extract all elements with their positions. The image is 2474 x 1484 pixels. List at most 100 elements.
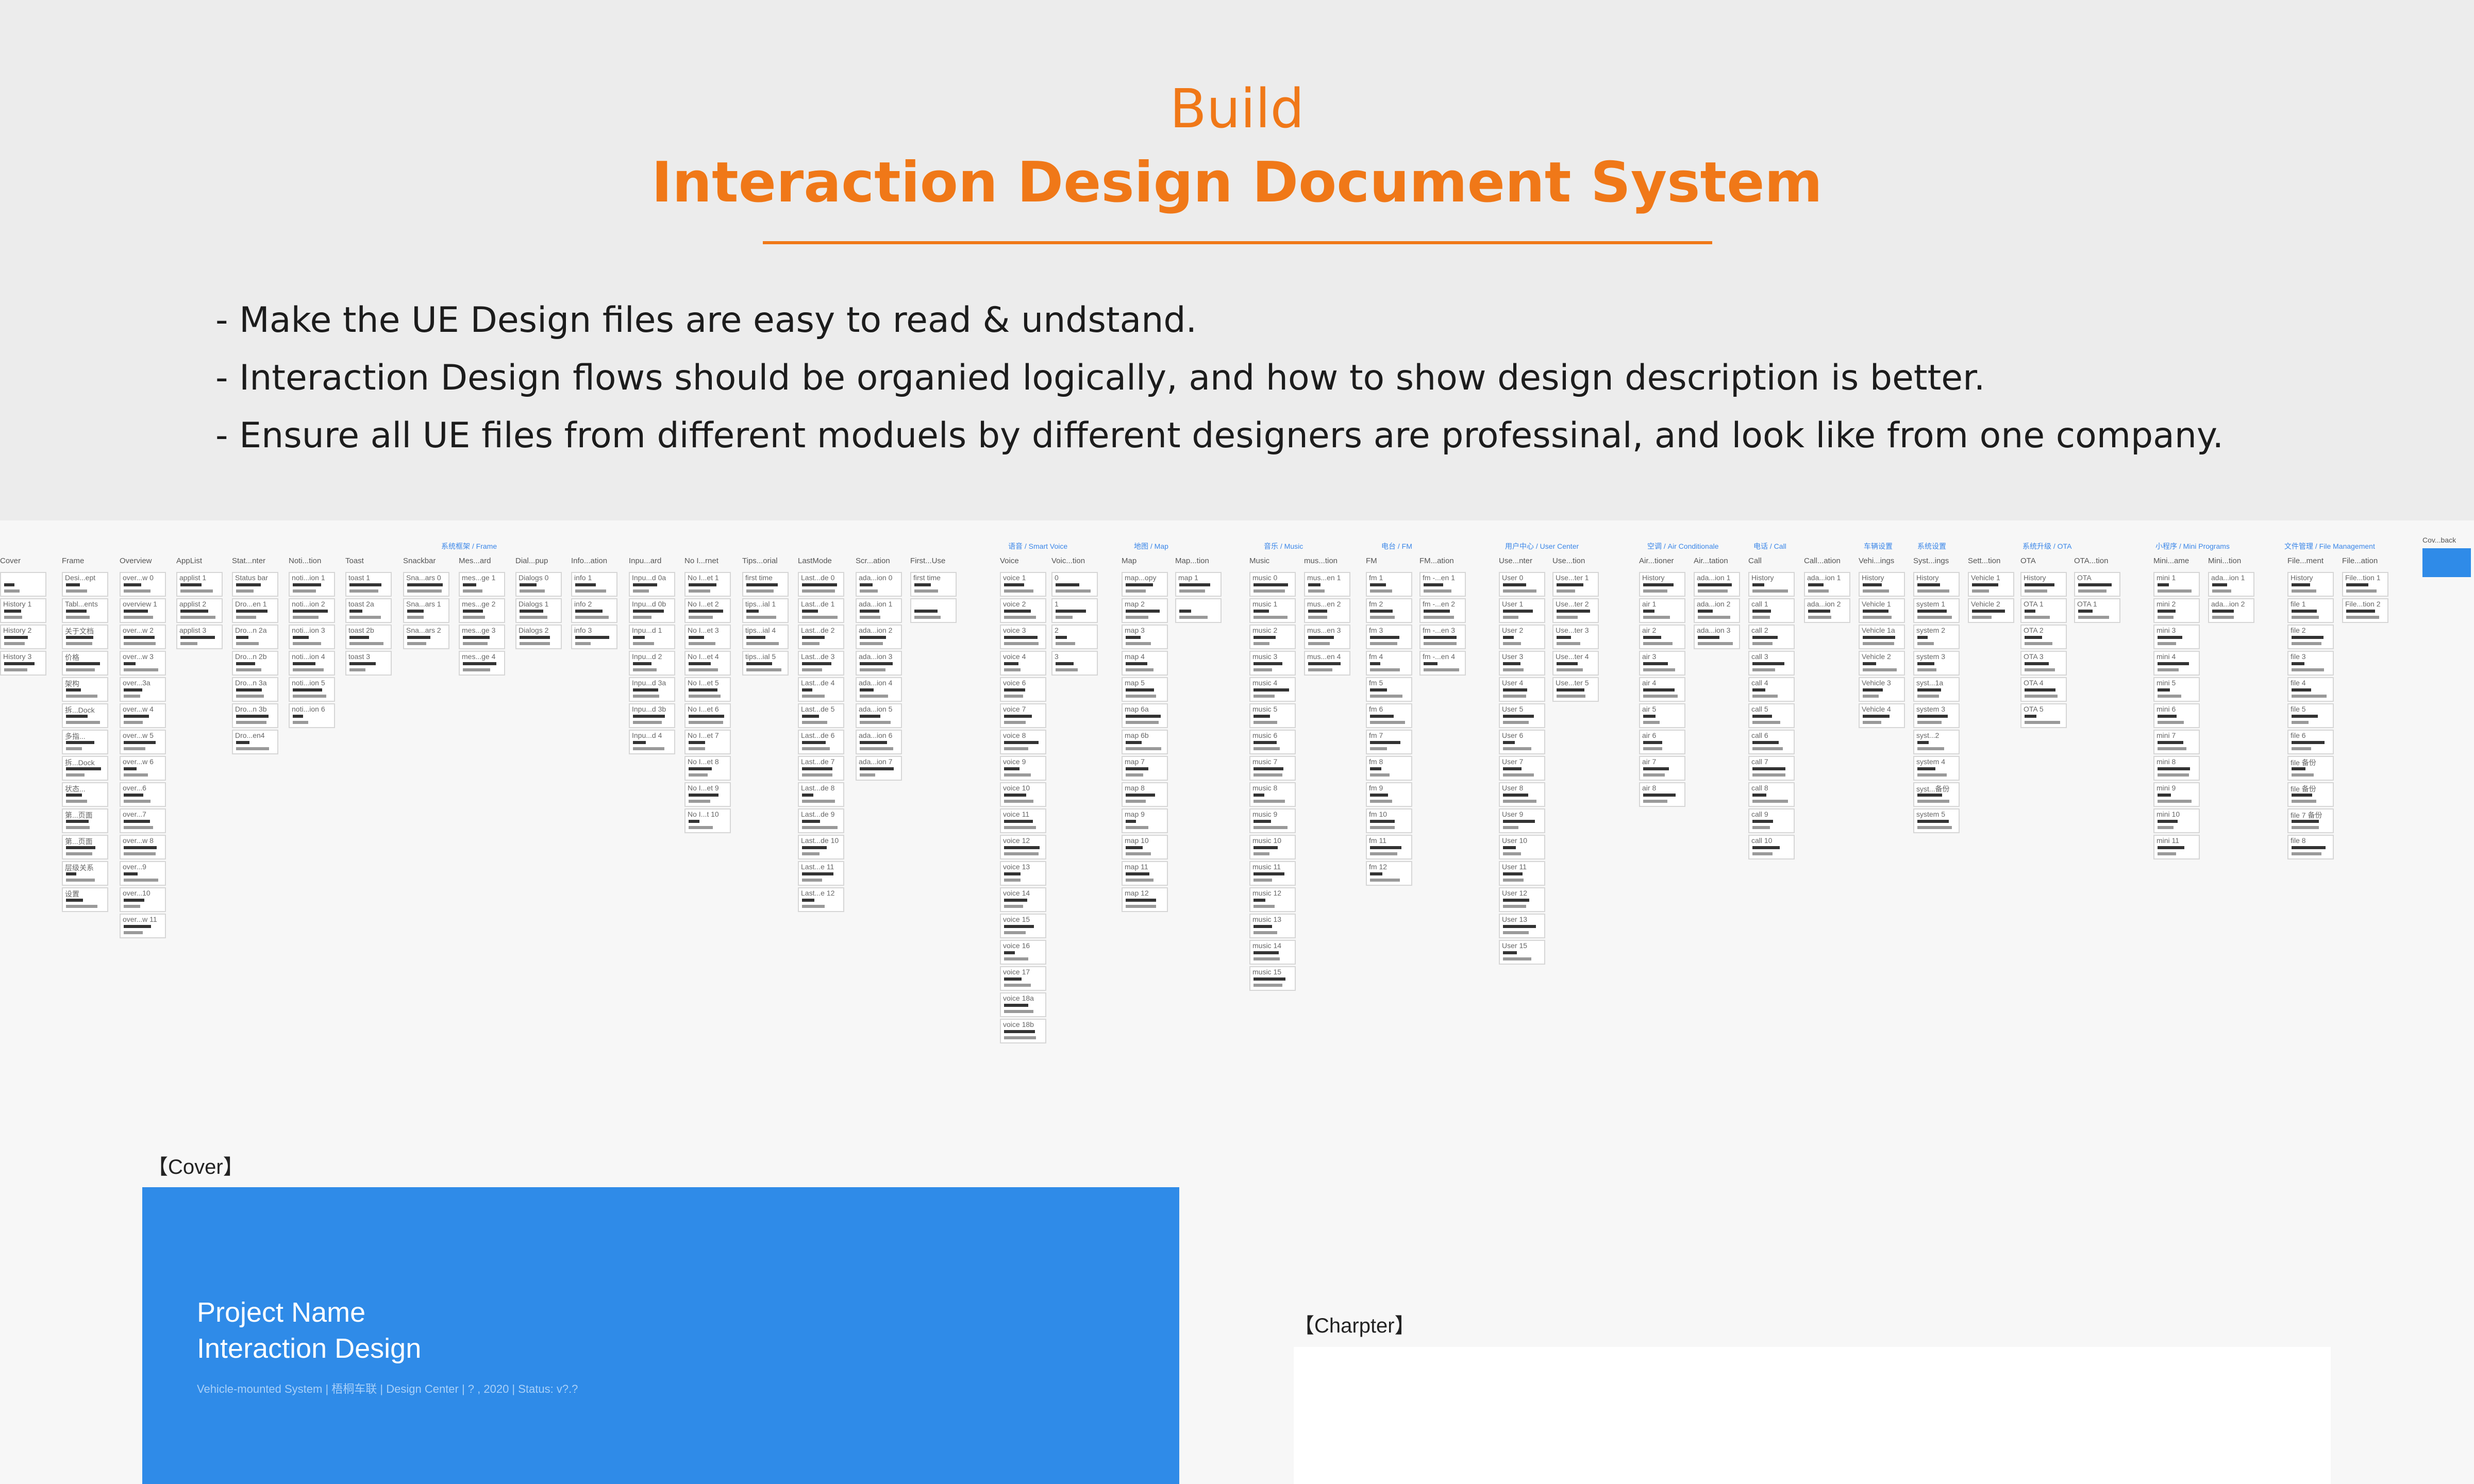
artboard-frame[interactable]: 状态... — [62, 782, 108, 807]
artboard-frame[interactable]: mini 10 — [2153, 808, 2200, 833]
artboard-frame[interactable]: 3 — [1051, 651, 1098, 676]
artboard-frame[interactable]: Last...e 12 — [798, 887, 844, 912]
artboard-frame[interactable]: overview 1 — [120, 598, 166, 623]
artboard-frame[interactable]: 架构 — [62, 677, 108, 702]
artboard-frame[interactable]: Last...de 10 — [798, 835, 844, 859]
artboard-frame[interactable]: Sna...ars 0 — [403, 572, 449, 597]
artboard-frame[interactable]: first time — [742, 572, 789, 597]
artboard-frame[interactable]: map 8 — [1122, 782, 1168, 807]
artboard-frame[interactable]: No I...et 3 — [684, 625, 731, 649]
artboard-frame[interactable]: ada...ion 5 — [856, 703, 902, 728]
artboard-frame[interactable]: music 9 — [1249, 808, 1296, 833]
artboard-frame[interactable]: over...w 5 — [120, 730, 166, 754]
artboard-frame[interactable]: fm 11 — [1366, 835, 1412, 859]
artboard-frame[interactable]: Dialogs 0 — [515, 572, 562, 597]
artboard-frame[interactable]: OTA 4 — [2020, 677, 2067, 702]
artboard-frame[interactable]: music 3 — [1249, 651, 1296, 676]
artboard-frame[interactable]: voice 7 — [1000, 703, 1046, 728]
artboard-frame[interactable]: file 备份 — [2287, 782, 2334, 807]
artboard-frame[interactable]: History — [1913, 572, 1960, 597]
artboard-frame[interactable]: noti...ion 4 — [289, 651, 335, 676]
artboard-frame[interactable]: No I...et 7 — [684, 730, 731, 754]
artboard-frame[interactable]: No I...et 1 — [684, 572, 731, 597]
chapter-frame[interactable] — [1294, 1347, 2331, 1484]
artboard-frame[interactable]: map 6a — [1122, 703, 1168, 728]
artboard-frame[interactable]: Last...de 3 — [798, 651, 844, 676]
artboard-frame[interactable]: User 4 — [1499, 677, 1545, 702]
artboard-frame[interactable] — [910, 598, 957, 623]
artboard-frame[interactable]: User 0 — [1499, 572, 1545, 597]
artboard-frame[interactable]: air 6 — [1639, 730, 1685, 754]
artboard-frame[interactable]: Last...de 1 — [798, 598, 844, 623]
artboard-frame[interactable]: Dro...n 3a — [232, 677, 278, 702]
artboard-frame[interactable]: map...opy — [1122, 572, 1168, 597]
artboard-frame[interactable]: music 6 — [1249, 730, 1296, 754]
artboard-frame[interactable]: syst...1a — [1913, 677, 1960, 702]
artboard-frame[interactable]: Use...ter 1 — [1552, 572, 1599, 597]
artboard-frame[interactable]: music 11 — [1249, 861, 1296, 886]
artboard-frame[interactable]: air 3 — [1639, 651, 1685, 676]
artboard-frame[interactable]: 设置 — [62, 887, 108, 912]
artboard-frame[interactable]: tips...ial 1 — [742, 598, 789, 623]
artboard-frame[interactable]: syst...2 — [1913, 730, 1960, 754]
artboard-frame[interactable]: music 14 — [1249, 940, 1296, 965]
artboard-frame[interactable]: applist 1 — [176, 572, 223, 597]
artboard-frame[interactable]: fm 7 — [1366, 730, 1412, 754]
artboard-frame[interactable]: ada...ion 1 — [1804, 572, 1850, 597]
artboard-frame[interactable]: User 15 — [1499, 940, 1545, 965]
artboard-frame[interactable]: Last...de 9 — [798, 808, 844, 833]
artboard-frame[interactable]: File...tion 1 — [2342, 572, 2388, 597]
artboard-frame[interactable]: call 5 — [1748, 703, 1795, 728]
artboard-frame[interactable]: voice 1 — [1000, 572, 1046, 597]
artboard-frame[interactable]: OTA — [2074, 572, 2120, 597]
artboard-frame[interactable]: music 2 — [1249, 625, 1296, 649]
artboard-frame[interactable]: mini 6 — [2153, 703, 2200, 728]
artboard-frame[interactable]: over...3a — [120, 677, 166, 702]
artboard-frame[interactable]: No I...et 6 — [684, 703, 731, 728]
artboard-frame[interactable]: air 4 — [1639, 677, 1685, 702]
artboard-frame[interactable]: map 5 — [1122, 677, 1168, 702]
artboard-frame[interactable]: music 8 — [1249, 782, 1296, 807]
artboard-frame[interactable]: toast 1 — [345, 572, 392, 597]
artboard-frame[interactable]: No I...et 8 — [684, 756, 731, 781]
artboard-frame[interactable]: No I...et 5 — [684, 677, 731, 702]
artboard-frame[interactable]: Dro...n 2a — [232, 625, 278, 649]
artboard-frame[interactable]: mus...en 1 — [1304, 572, 1350, 597]
artboard-frame[interactable]: fm -...en 3 — [1419, 625, 1466, 649]
artboard-frame[interactable]: No I...et 9 — [684, 782, 731, 807]
artboard-frame[interactable]: History 1 — [0, 598, 46, 623]
artboard-frame[interactable]: ada...ion 3 — [856, 651, 902, 676]
artboard-frame[interactable]: Vehicle 2 — [1859, 651, 1905, 676]
artboard-frame[interactable]: OTA 5 — [2020, 703, 2067, 728]
artboard-frame[interactable]: User 2 — [1499, 625, 1545, 649]
artboard-frame[interactable]: User 7 — [1499, 756, 1545, 781]
artboard-frame[interactable]: Vehicle 2 — [1968, 598, 2014, 623]
artboard-frame[interactable]: music 10 — [1249, 835, 1296, 859]
artboard-frame[interactable]: voice 8 — [1000, 730, 1046, 754]
artboard-frame[interactable]: Sna...ars 1 — [403, 598, 449, 623]
artboard-frame[interactable]: ada...ion 2 — [1694, 598, 1740, 623]
artboard-frame[interactable]: 价格 — [62, 651, 108, 676]
artboard-frame[interactable]: OTA 3 — [2020, 651, 2067, 676]
artboard-frame[interactable]: 关于文档 — [62, 625, 108, 649]
artboard-frame[interactable]: over...6 — [120, 782, 166, 807]
artboard-frame[interactable]: call 3 — [1748, 651, 1795, 676]
artboard-frame[interactable]: voice 18a — [1000, 992, 1046, 1017]
artboard-frame[interactable]: 第...页面 — [62, 835, 108, 859]
artboard-frame[interactable]: info 3 — [571, 625, 617, 649]
artboard-frame[interactable]: Last...de 8 — [798, 782, 844, 807]
artboard-frame[interactable]: ada...ion 1 — [856, 598, 902, 623]
artboard-frame[interactable]: applist 2 — [176, 598, 223, 623]
artboard-frame[interactable]: 2 — [1051, 625, 1098, 649]
artboard-frame[interactable]: ada...ion 7 — [856, 756, 902, 781]
artboard-frame[interactable]: File...tion 2 — [2342, 598, 2388, 623]
artboard-frame[interactable]: mini 3 — [2153, 625, 2200, 649]
artboard-frame[interactable]: system 3 — [1913, 703, 1960, 728]
artboard-frame[interactable]: fm 6 — [1366, 703, 1412, 728]
artboard-frame[interactable]: Use...ter 4 — [1552, 651, 1599, 676]
artboard-frame[interactable]: History — [2020, 572, 2067, 597]
artboard-frame[interactable]: tips...ial 4 — [742, 625, 789, 649]
artboard-frame[interactable]: first time — [910, 572, 957, 597]
artboard-frame[interactable]: mes...ge 4 — [459, 651, 505, 676]
